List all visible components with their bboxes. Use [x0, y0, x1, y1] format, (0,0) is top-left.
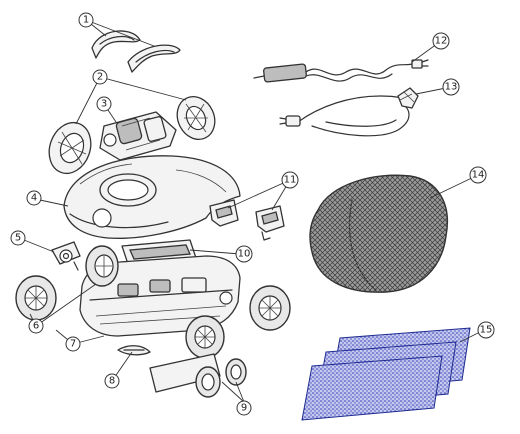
- callout-6-label: 6: [33, 321, 39, 332]
- part-wheel-rear: [85, 245, 119, 287]
- callout-2: 2: [92, 69, 108, 85]
- callout-9-label: 9: [241, 403, 247, 414]
- callout-2-label: 2: [97, 72, 103, 83]
- callout-4: 4: [26, 190, 42, 206]
- part-clip: [117, 345, 151, 356]
- callout-12-label: 12: [435, 36, 448, 47]
- callout-8-label: 8: [109, 376, 115, 387]
- part-floating-cable: [279, 87, 419, 137]
- callout-13-label: 13: [445, 82, 458, 93]
- callout-7: 7: [65, 336, 81, 352]
- part-mesh-bag: [309, 174, 448, 293]
- callout-14-label: 14: [472, 170, 485, 181]
- part-foam-filters: [301, 327, 471, 421]
- callout-3: 3: [96, 96, 112, 112]
- callout-5-label: 5: [15, 233, 21, 244]
- callout-10-label: 10: [238, 249, 251, 260]
- callout-9: 9: [236, 400, 252, 416]
- part-wheel-front: [185, 315, 225, 359]
- part-power-supply: [253, 59, 429, 83]
- callout-1: 1: [78, 12, 94, 28]
- callout-6: 6: [28, 318, 44, 334]
- callout-3-label: 3: [101, 99, 107, 110]
- part-side-caps: [209, 199, 285, 241]
- part-brush-caps: [48, 96, 216, 175]
- callout-11-label: 11: [284, 175, 297, 186]
- callout-1-label: 1: [83, 15, 89, 26]
- callout-14: 14: [469, 166, 487, 184]
- callout-10: 10: [235, 245, 253, 263]
- part-rollers: [149, 353, 247, 398]
- callout-15: 15: [477, 321, 495, 339]
- callout-15-label: 15: [480, 325, 493, 336]
- part-wheel-left: [15, 275, 57, 321]
- callout-11: 11: [281, 171, 299, 189]
- callout-12: 12: [432, 32, 450, 50]
- part-top-cover: [63, 155, 241, 239]
- callout-4-label: 4: [31, 193, 37, 204]
- callout-13: 13: [442, 78, 460, 96]
- part-motor: [99, 111, 177, 161]
- callout-8: 8: [104, 373, 120, 389]
- part-wheel-right: [249, 285, 291, 331]
- part-handles: [91, 30, 181, 73]
- part-swivel: [51, 241, 81, 271]
- callout-7-label: 7: [70, 339, 76, 350]
- callout-5: 5: [10, 230, 26, 246]
